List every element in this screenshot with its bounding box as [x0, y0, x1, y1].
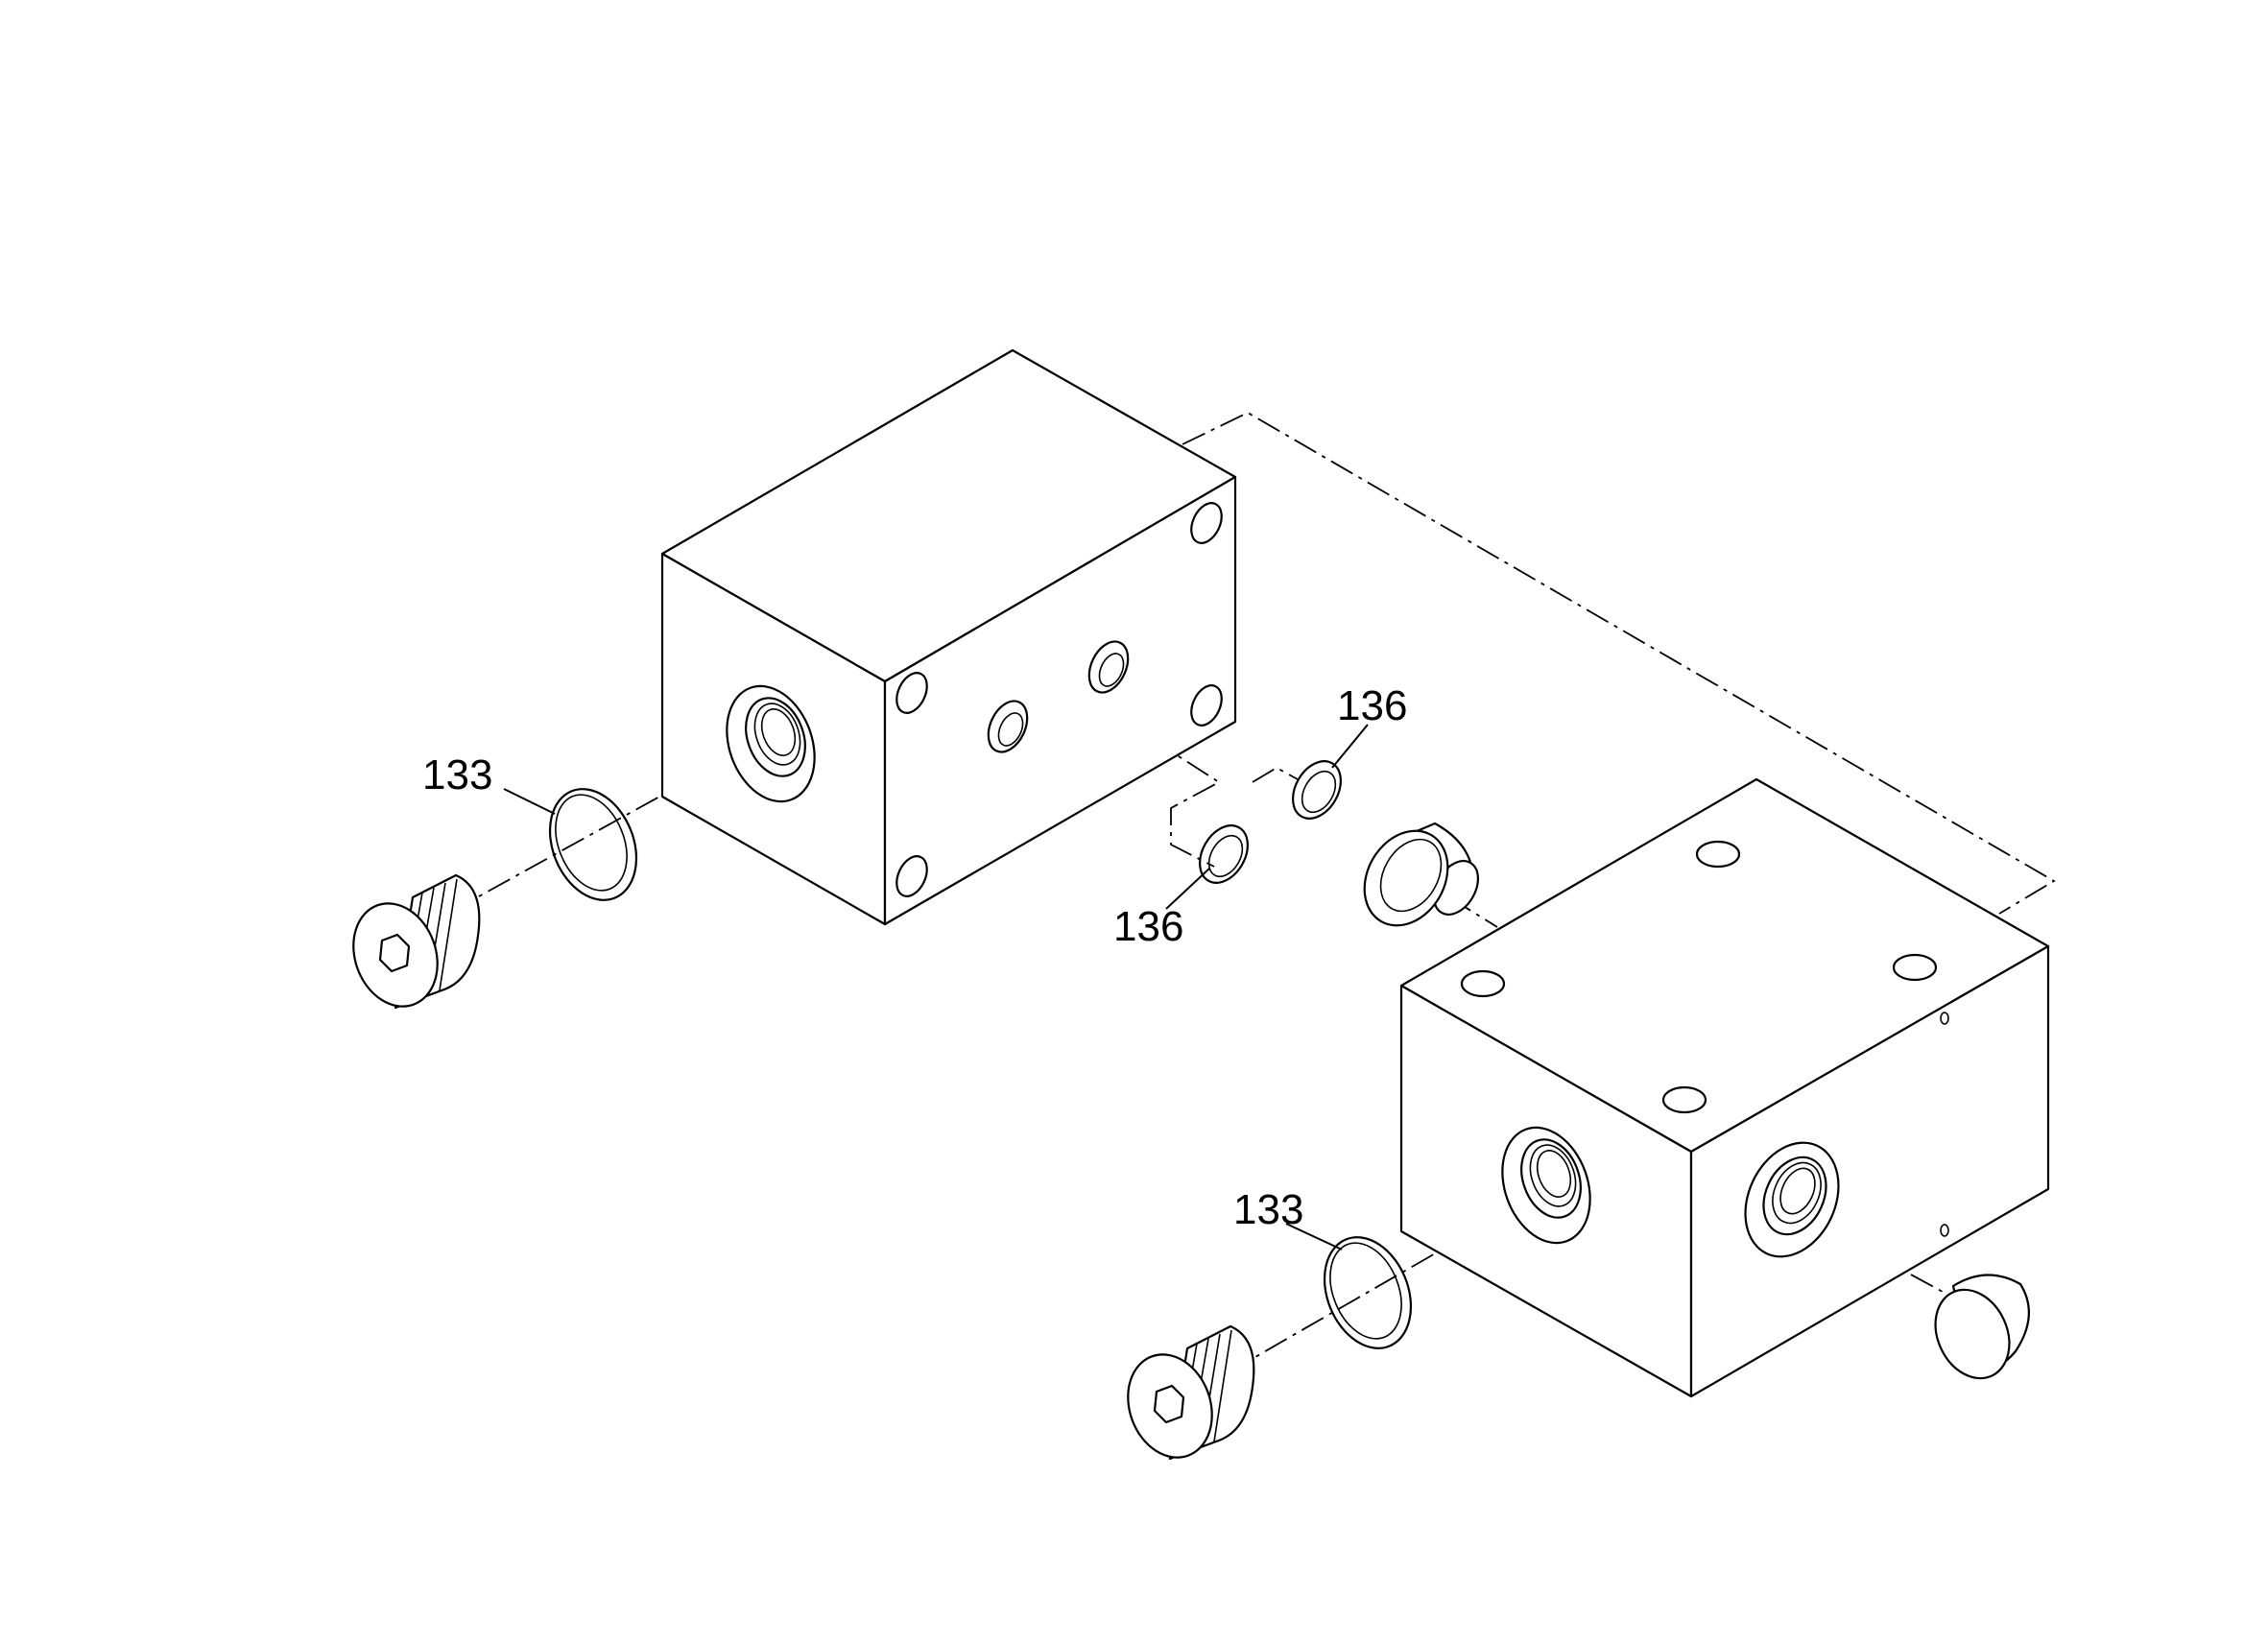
- mounting-hole: [1190, 502, 1223, 544]
- left-hex-socket-plug: [352, 873, 481, 1010]
- right-o-ring: [1323, 1236, 1413, 1349]
- mounting-hole: [1892, 953, 1938, 982]
- upper-seal-ring: [1292, 760, 1342, 820]
- right-block-side-face: [1689, 944, 2050, 1398]
- side-cap-plug: [1934, 1274, 2030, 1380]
- lower-port-path: [1151, 738, 1221, 868]
- right-hex-socket-plug: [1127, 1324, 1255, 1461]
- small-port: [1087, 640, 1130, 694]
- stepped-pin: [1363, 822, 1480, 927]
- mounting-hole: [1695, 840, 1741, 869]
- callout-leaders: [503, 724, 1369, 1251]
- hex-socket-icon: [378, 933, 411, 973]
- threaded-port: [1744, 1141, 1840, 1258]
- mounting-hole: [1460, 969, 1506, 998]
- mounting-hole: [895, 855, 928, 897]
- leader-lower-seal-ring: [1165, 868, 1210, 910]
- hex-socket-icon: [1153, 1384, 1185, 1424]
- callout-136-upper: 136: [1337, 682, 1407, 729]
- left-valve-block: [660, 348, 1237, 926]
- mounting-hole: [1190, 684, 1223, 727]
- leader-right-o-ring: [1285, 1223, 1343, 1251]
- lower-seal-ring: [1199, 824, 1249, 884]
- callout-133-right: 133: [1233, 1186, 1303, 1233]
- callout-133-left: 133: [422, 751, 492, 798]
- right-valve-block: [1399, 777, 2050, 1398]
- left-o-ring: [548, 788, 638, 901]
- left-block-side-face: [883, 475, 1237, 926]
- threaded-port: [726, 684, 816, 803]
- pin-hole: [1940, 1224, 1949, 1237]
- leader-upper-seal-ring: [1331, 724, 1369, 769]
- leader-left-o-ring: [503, 788, 556, 815]
- small-port: [987, 700, 1029, 753]
- upper-seal-path: [1252, 766, 1299, 783]
- callout-136-lower: 136: [1113, 903, 1183, 950]
- pin-hole: [1940, 1012, 1949, 1025]
- threaded-port: [1501, 1126, 1591, 1245]
- mounting-hole: [895, 672, 928, 714]
- callout-labels: 133 133 136 136: [422, 682, 1407, 1233]
- block-alignment-line: [1182, 411, 2056, 915]
- mounting-hole: [1661, 1085, 1707, 1114]
